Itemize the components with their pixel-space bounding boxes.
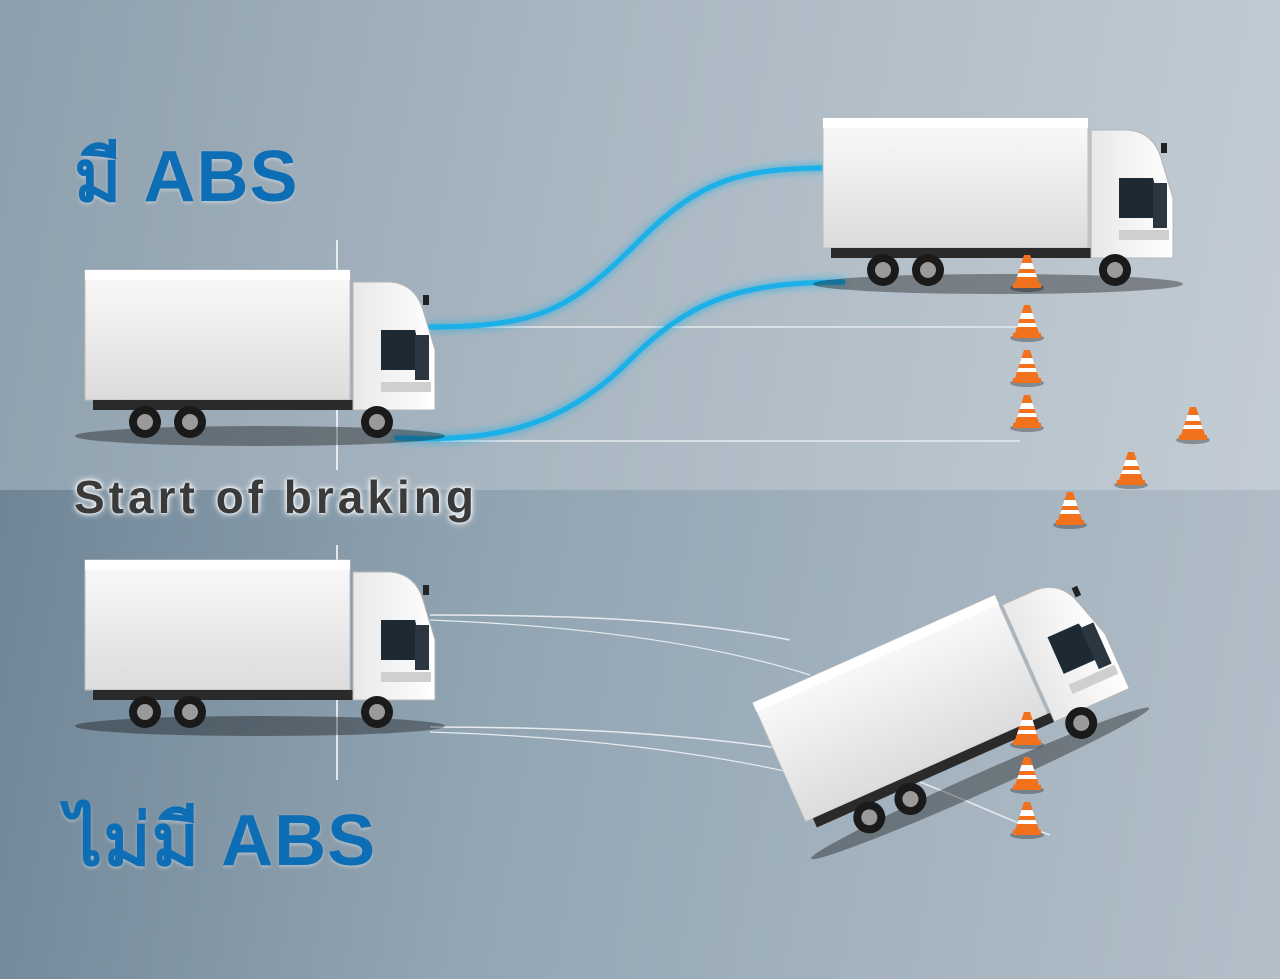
with-abs-label: มี ABS — [74, 137, 299, 217]
traffic-cone-icon — [1010, 305, 1044, 342]
truck-icon — [74, 559, 446, 737]
without-abs-label: ไม่มี ABS — [66, 801, 377, 881]
abs-steering-path-upper — [427, 165, 831, 330]
truck-icon — [812, 117, 1184, 295]
traffic-cone-icon — [1053, 492, 1087, 529]
skid-line-1 — [429, 614, 791, 641]
abs-steering-path-lower — [394, 279, 846, 442]
skid-line-2 — [429, 619, 811, 676]
traffic-cone-icon — [1114, 452, 1148, 489]
truck-icon — [743, 555, 1154, 869]
traffic-cone-icon — [1010, 255, 1044, 292]
start-of-braking-label: Start of braking — [74, 471, 478, 523]
traffic-cone-icon — [1010, 802, 1044, 839]
traffic-cone-icon — [1010, 350, 1044, 387]
traffic-cone-icon — [1010, 395, 1044, 432]
traffic-cone-icon — [1176, 407, 1210, 444]
truck-icon — [74, 269, 446, 447]
